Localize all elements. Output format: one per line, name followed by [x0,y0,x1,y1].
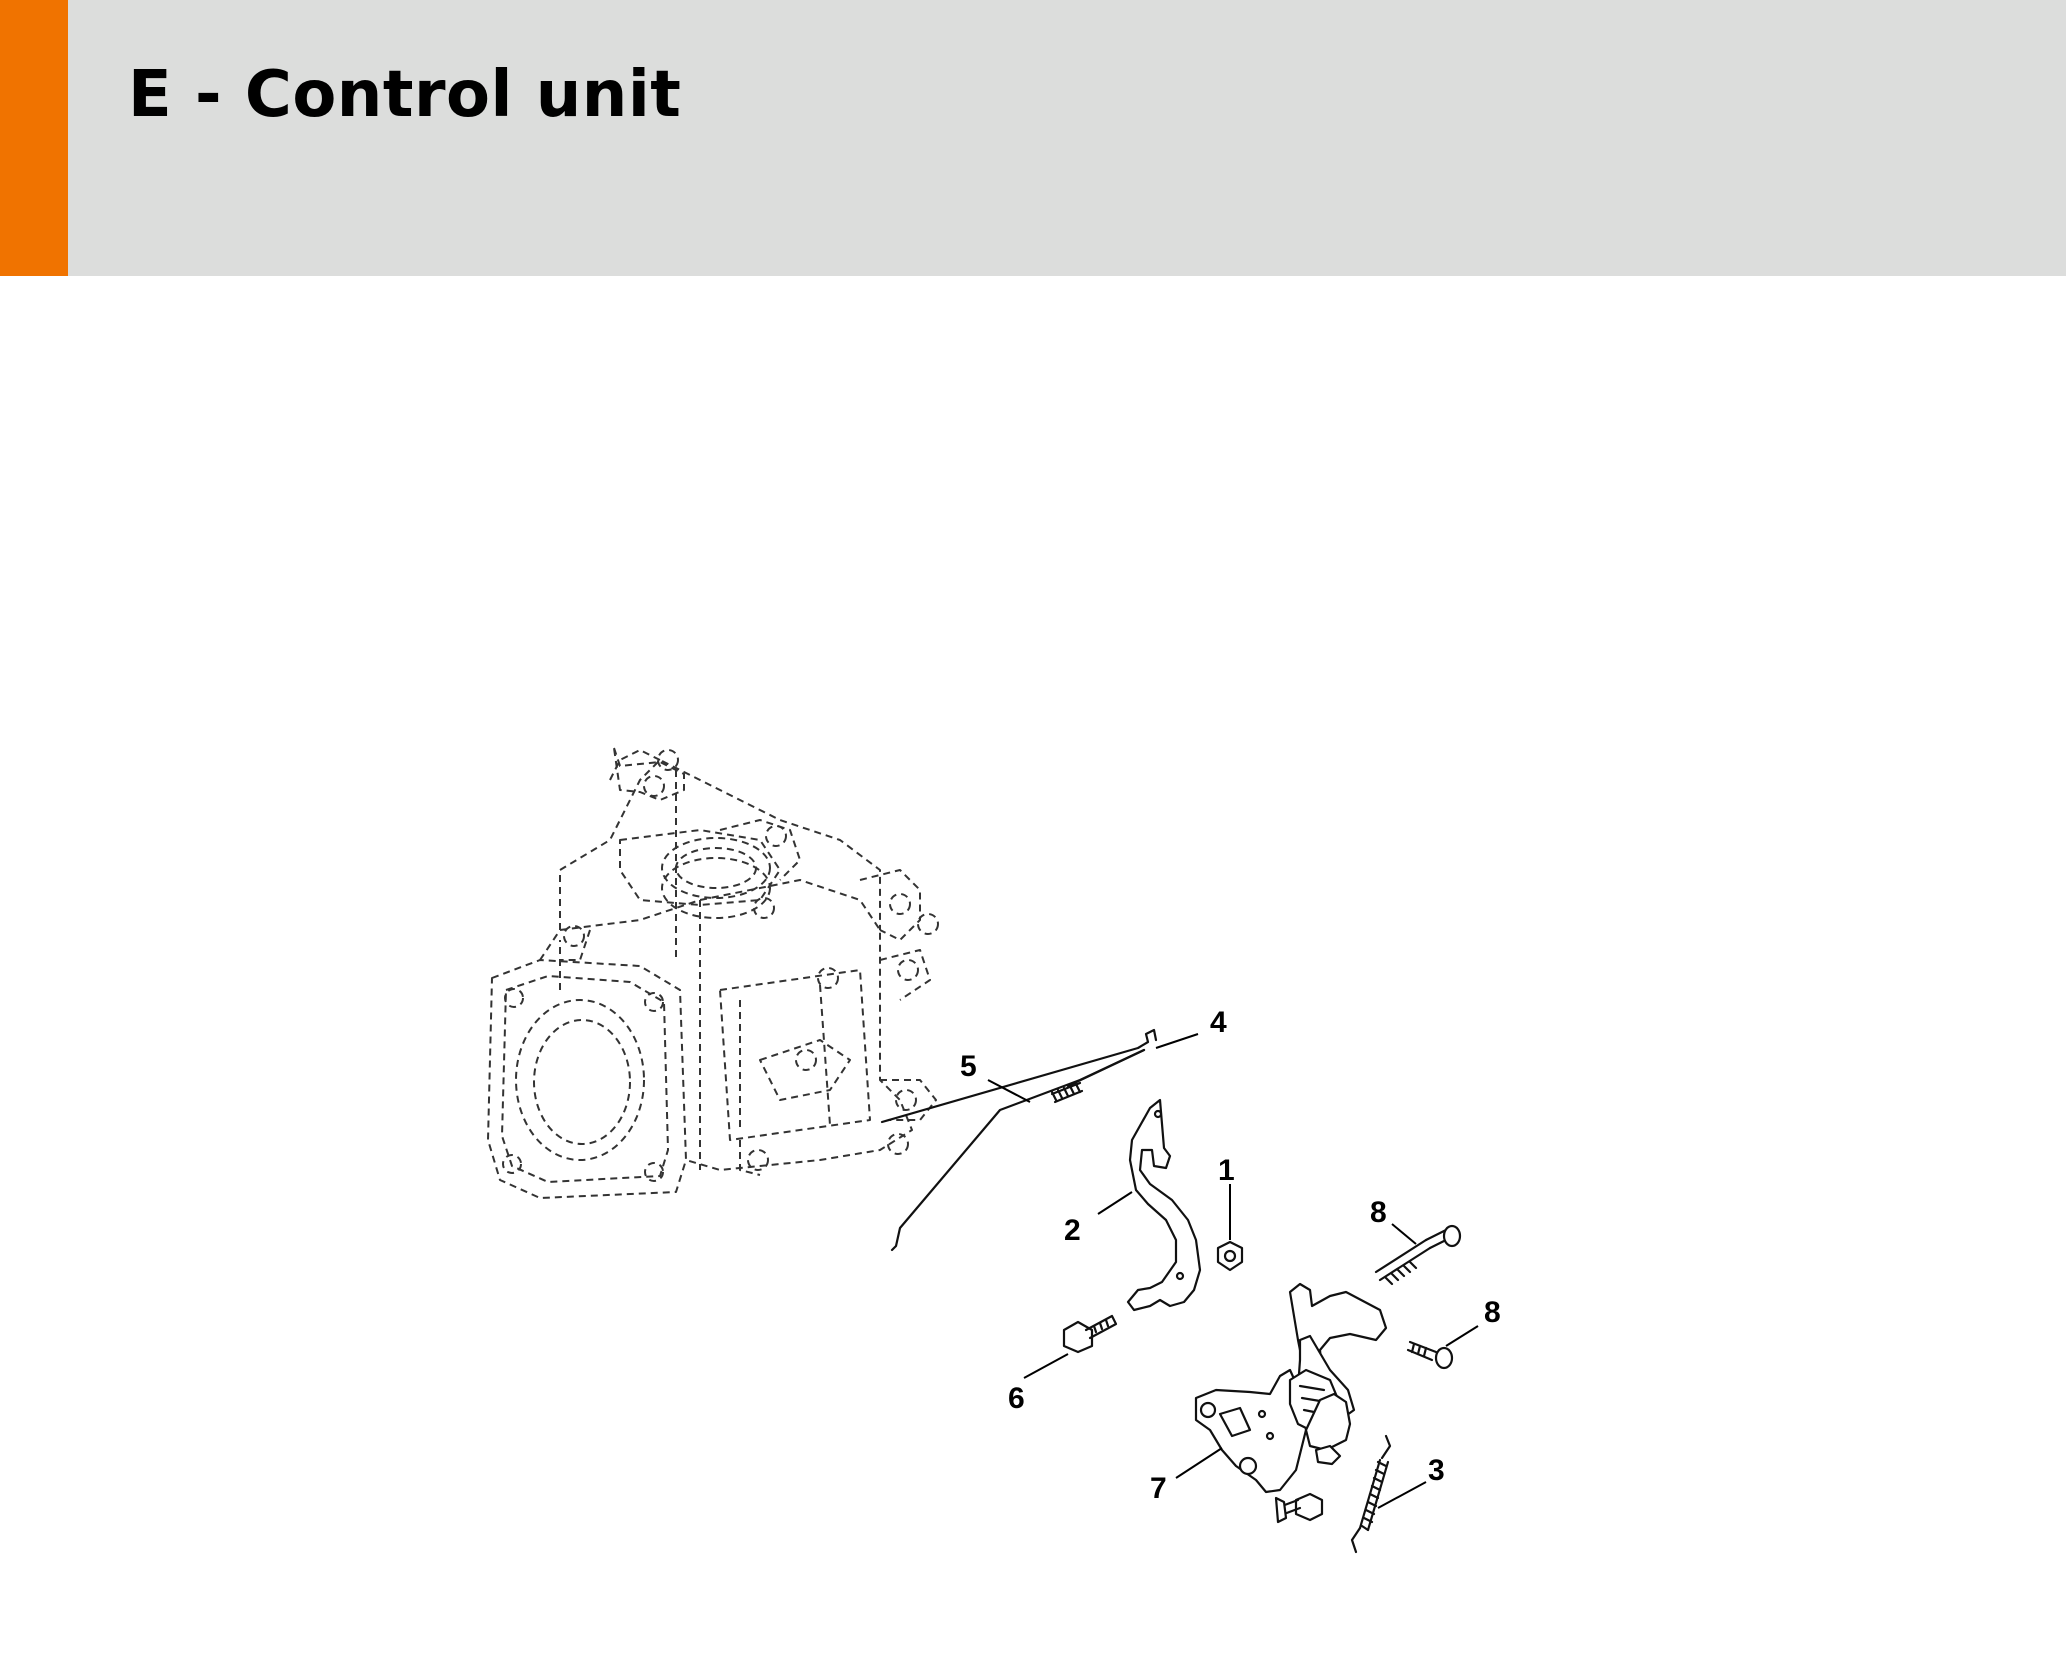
callout-6: 6 [1008,1382,1025,1415]
page-title: E - Control unit [128,58,682,132]
leader-4 [1155,1033,1199,1049]
leader-7 [1175,1447,1223,1479]
leader-8b [1445,1325,1479,1347]
leader-lines [987,1033,1479,1509]
callout-1: 1 [1218,1154,1235,1187]
part-4-throttle-rod [880,1028,1158,1124]
part-1-nut [1216,1240,1244,1272]
page-header: E - Control unit [0,0,2066,276]
engine-block-reference [487,747,939,1199]
leader-6 [1023,1353,1069,1379]
rod-spring [1050,1081,1084,1104]
part-7-control-bracket [1194,1282,1388,1494]
part-8-screw-upper [1374,1224,1462,1286]
screw-spring [1384,1260,1418,1286]
leader-8a [1391,1223,1417,1245]
part-6-bolt [1062,1314,1118,1354]
leader-3 [1377,1481,1427,1509]
part-8-screw-lower [1406,1340,1454,1370]
callout-7: 7 [1150,1472,1167,1505]
callout-3: 3 [1428,1454,1445,1487]
callout-2: 2 [1064,1214,1081,1247]
part-2-lever [1126,1098,1202,1312]
callout-5: 5 [960,1050,977,1083]
flange-bolt [1274,1492,1324,1524]
accent-bar [0,0,68,276]
callout-8-upper: 8 [1370,1196,1387,1229]
leader-2 [1097,1191,1133,1215]
callout-8-lower: 8 [1484,1296,1501,1329]
callout-labels: 1 2 3 4 5 6 7 8 8 [960,1006,1501,1505]
part-3-extension-spring [1350,1434,1392,1554]
leader-5 [987,1079,1031,1103]
part-5-governor-rod [890,1048,1146,1252]
callout-4: 4 [1210,1006,1227,1039]
